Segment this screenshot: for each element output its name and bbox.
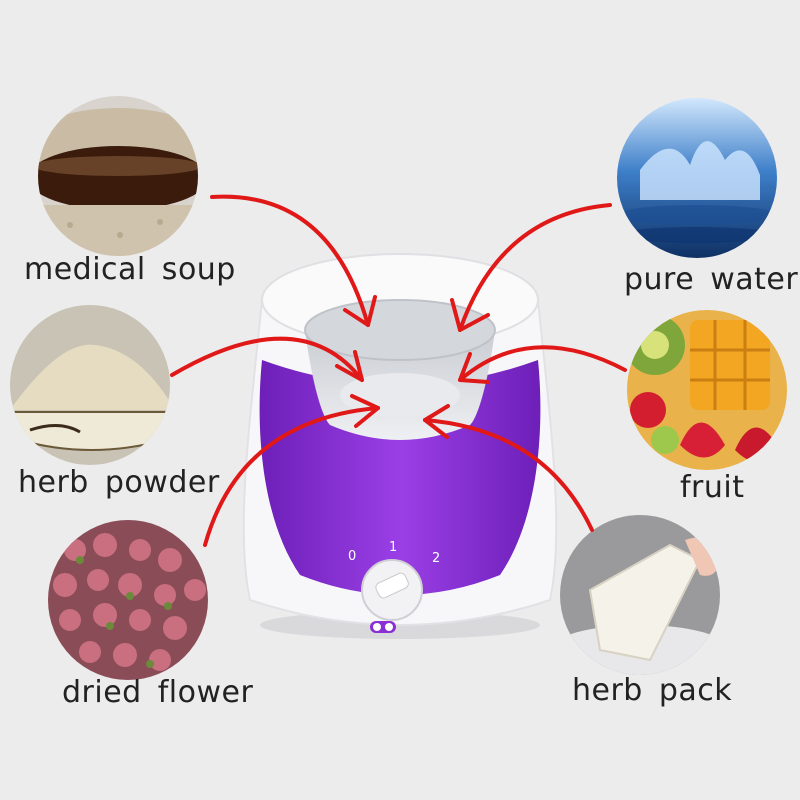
- pure-water-image: [617, 98, 777, 258]
- dial-mark-1: 1: [389, 540, 397, 555]
- arrow-herb-pack: [423, 418, 594, 532]
- dial-mark-0: 0: [348, 549, 356, 564]
- arrows: [170, 194, 627, 547]
- dried-flower-image: [48, 520, 208, 680]
- power-switch[interactable]: [370, 621, 396, 633]
- fruit-image: [627, 310, 787, 470]
- label-herb-pack: herb pack: [572, 673, 733, 708]
- arrow-fruit: [458, 345, 627, 382]
- arrow-pure-water: [458, 203, 612, 332]
- arrow-dried-flower: [203, 406, 380, 547]
- label-medical-soup: medical soup: [24, 252, 236, 287]
- dial-mark-2: 2: [432, 551, 440, 566]
- label-herb-powder: herb powder: [18, 465, 220, 500]
- herb-powder-image: [10, 305, 170, 465]
- temperature-dial[interactable]: 0 1 2: [348, 540, 440, 621]
- medical-soup-image: [38, 96, 198, 256]
- herb-pack-image: [560, 515, 720, 675]
- label-pure-water: pure water: [624, 262, 799, 297]
- arrow-medical-soup: [210, 194, 370, 327]
- arrow-herb-powder: [170, 336, 364, 382]
- label-fruit: fruit: [680, 470, 745, 505]
- label-dried-flower: dried flower: [62, 675, 254, 710]
